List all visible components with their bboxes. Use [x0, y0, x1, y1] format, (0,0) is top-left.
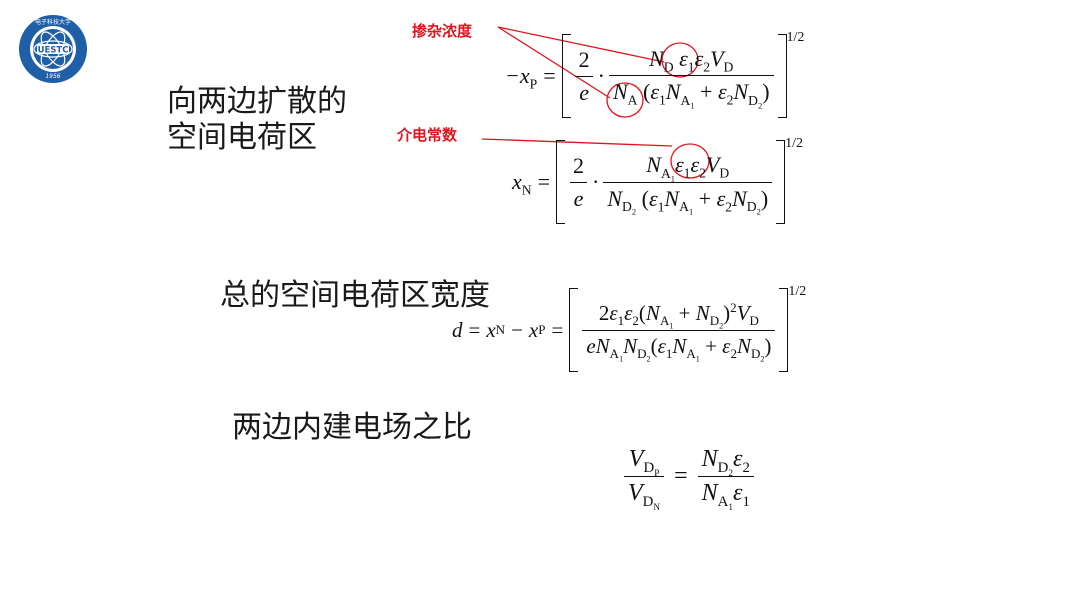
dielectric-constant-label: 介电常数: [397, 126, 458, 144]
university-logo: UESTC 1956 电子科技大学: [18, 14, 88, 84]
diffusion-heading: 向两边扩散的 空间电荷区: [167, 84, 347, 156]
logo-abbrev: UESTC: [38, 46, 69, 56]
total-width-heading: 总的空间电荷区宽度: [220, 278, 490, 313]
logo-ring-text: 电子科技大学: [35, 18, 71, 26]
doping-pointer-line-bottom: [497, 26, 611, 99]
epsilon-highlight-circle: [670, 143, 710, 179]
doping-pointer-line-top: [497, 26, 665, 63]
diffusion-heading-line2: 空间电荷区: [167, 120, 317, 155]
field-ratio-equation: VDP VDN = ND2ε2 NA1ε1: [620, 446, 758, 511]
xn-lhs: xN: [512, 169, 532, 198]
dielectric-pointer-line: [481, 138, 673, 147]
uestc-seal-icon: UESTC 1956 电子科技大学: [19, 15, 87, 83]
field-ratio-heading: 两边内建电场之比: [232, 410, 472, 445]
na-highlight-circle: [606, 82, 644, 118]
logo-year: 1956: [45, 73, 60, 80]
doping-concentration-label: 掺杂浓度: [412, 22, 473, 40]
diffusion-heading-line1: 向两边扩散的: [167, 84, 347, 119]
xp-lhs: −xP: [505, 63, 538, 92]
nd-highlight-circle: [661, 42, 699, 78]
